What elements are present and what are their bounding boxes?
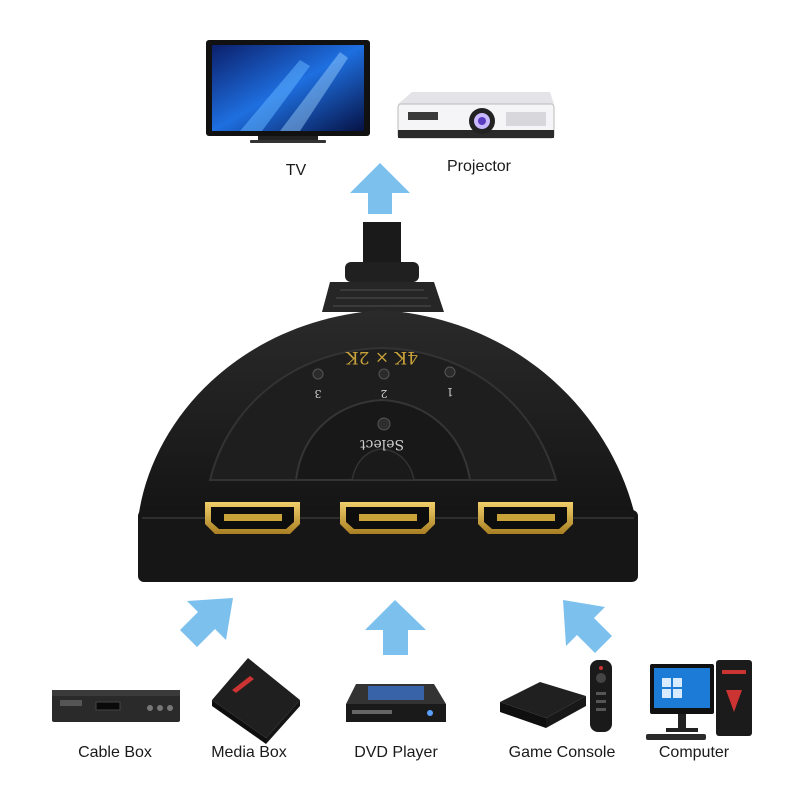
computer-icon [646, 660, 752, 740]
select-label: Select [360, 436, 404, 452]
select-button[interactable] [377, 417, 391, 431]
hdmi-port-2[interactable] [340, 502, 435, 534]
input-arrow-left-icon [180, 598, 233, 647]
tv-icon [206, 40, 370, 143]
hdmi-port-1[interactable] [205, 502, 300, 534]
media-box-label: Media Box [211, 744, 287, 761]
projector-label: Projector [446, 158, 512, 175]
port-number-1: 1 [447, 385, 454, 398]
media-box-icon [212, 658, 300, 744]
port-number-3: 3 [315, 387, 322, 400]
game-console-icon [500, 660, 612, 732]
projector-icon [397, 92, 555, 139]
dvd-player-icon [346, 684, 446, 722]
computer-label: Computer [658, 744, 730, 761]
dvd-player-label: DVD Player [354, 744, 438, 761]
led-indicator-3 [312, 368, 324, 380]
hdmi-port-3[interactable] [478, 502, 573, 534]
led-indicator-2 [378, 368, 390, 380]
tv-label: TV [285, 162, 307, 179]
output-cable [345, 222, 419, 282]
game-console-label: Game Console [508, 744, 616, 761]
output-arrow-icon [350, 163, 410, 214]
led-indicator-1 [444, 366, 456, 378]
port-number-2: 2 [381, 387, 388, 400]
resolution-label: 4K × 2K [346, 347, 418, 367]
input-arrow-right-icon [563, 600, 612, 653]
cable-box-label: Cable Box [78, 744, 152, 761]
input-arrow-center-icon [365, 600, 426, 655]
cable-box-icon [52, 690, 180, 722]
hdmi-switch [138, 282, 638, 582]
